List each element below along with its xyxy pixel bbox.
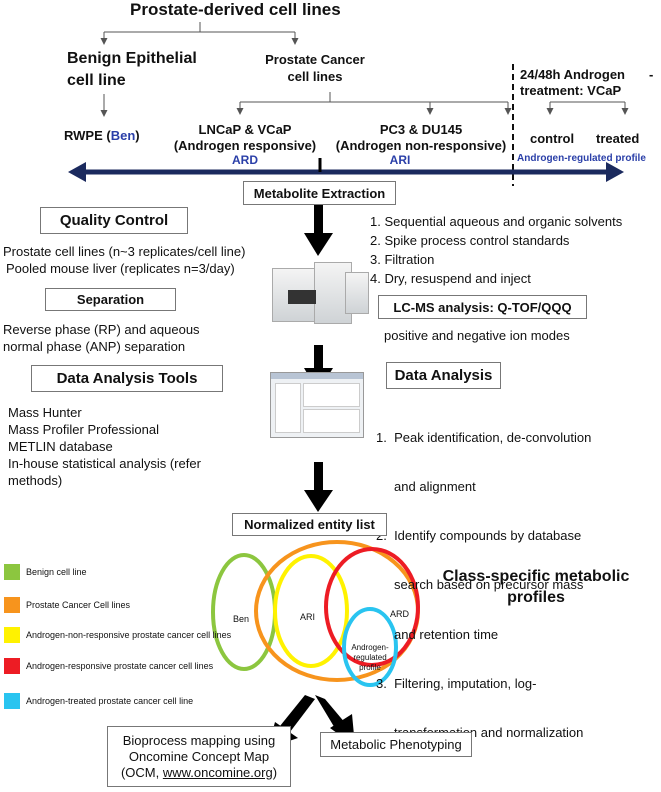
lncap-label-2: (Androgen responsive) [173,138,317,153]
legend-label: Androgen-non-responsive prostate cancer … [26,630,232,640]
cell-line-axis-arrow [68,158,624,182]
separation-line-2: normal phase (ANP) separation [3,339,186,354]
benign-heading-1: Benign Epithelial [67,50,197,67]
analysis-step: 2. Identify compounds by database [376,528,582,544]
venn-label-ben: Ben [233,614,250,624]
hierarchy-connectors [100,22,629,117]
metabolic-phenotyping-box: Metabolic Phenotyping [320,732,472,757]
extraction-step: 1. Sequential aqueous and organic solven… [370,214,623,229]
analysis-step: and alignment [376,479,476,495]
tools-item: Mass Hunter [8,405,82,420]
tools-item: In-house statistical analysis (refer [8,456,201,471]
venn-label-ard: ARD [390,609,410,619]
extraction-step: 3. Filtration [370,252,435,267]
treatment-line-1: 24/48h Androgen [520,67,625,82]
qc-line-2: Pooled mouse liver (replicates n=3/day) [6,261,235,276]
separation-box: Separation [45,288,176,311]
quality-control-box: Quality Control [40,207,188,234]
androgen-regulated-profile-label: Androgen-regulated profile [517,153,646,164]
pc3-label-2: (Androgen non-responsive) [335,138,507,153]
treatment-dash: - [649,67,654,82]
legend-swatch-ari [4,627,20,643]
legend-label: Androgen-treated prostate cancer cell li… [26,696,194,706]
lncap-label-1: LNCaP & VCaP [198,122,292,137]
metabolite-extraction-box: Metabolite Extraction [243,181,396,205]
legend-label: Prostate Cancer Cell lines [26,600,131,610]
oncomine-link[interactable]: www.oncomine.org [162,764,273,780]
venn-ari [273,554,349,668]
venn-label-ari: ARI [300,612,316,622]
flow-arrows [304,195,333,512]
venn-ard [324,547,420,667]
qc-line-1: Prostate cell lines (n~3 replicates/cell… [3,244,246,259]
lcms-analysis-box: LC-MS analysis: Q-TOF/QQQ [378,295,587,319]
normalized-entity-list-box: Normalized entity list [232,513,387,536]
cancer-heading-1: Prostate Cancer [265,52,365,67]
tools-item: Mass Profiler Professional [8,422,159,437]
bioprocess-mapping-box: Bioprocess mapping using Oncomine Concep… [107,726,291,787]
legend-swatch-ard [4,658,20,674]
pc3-label-1: PC3 & DU145 [379,122,463,137]
treated-label: treated [596,131,640,146]
ard-tag: ARD [232,153,258,167]
analysis-step: 3. Filtering, imputation, log- [376,675,537,691]
extraction-step: 4. Dry, resuspend and inject [370,271,531,286]
analysis-step: and retention time [376,626,499,642]
legend-swatch-androgen-treated [4,693,20,709]
separation-line-1: Reverse phase (RP) and aqueous [3,322,200,337]
legend-swatch-prostate-cancer [4,597,20,613]
analysis-step: 1. Peak identification, de-convolution [376,429,592,445]
treatment-line-2: treatment: VCaP [520,83,622,98]
cancer-heading-2: cell lines [287,69,343,84]
data-analysis-tools-box: Data Analysis Tools [31,365,223,392]
ari-tag: ARI [389,153,411,167]
rwpe-label: RWPE (Ben) [64,128,140,143]
title: Prostate-derived cell lines [130,0,341,19]
lcms-ion-modes: positive and negative ion modes [384,328,570,343]
legend-label: Benign cell line [26,567,87,577]
software-screenshot-image [270,372,364,438]
venn-androgen-regulated [342,607,398,687]
control-label: control [530,131,575,146]
analysis-steps: 1. Peak identification, de-convolution a… [376,397,591,758]
tools-list: Mass Hunter Mass Profiler Professional M… [8,404,201,489]
data-analysis-box: Data Analysis [386,362,501,389]
venn-diagram [211,540,420,687]
benign-heading-2: cell line [67,72,126,89]
extraction-step: 2. Spike process control standards [370,233,570,248]
legend-swatch-benign [4,564,20,580]
tools-item: METLIN database [8,439,113,454]
extraction-steps: 1. Sequential aqueous and organic solven… [370,213,622,289]
analysis-step: search based on precursor mass [376,577,584,593]
tools-item: methods) [8,473,63,488]
legend-label: Androgen-responsive prostate cancer cell… [26,661,214,671]
venn-ben [211,553,277,671]
